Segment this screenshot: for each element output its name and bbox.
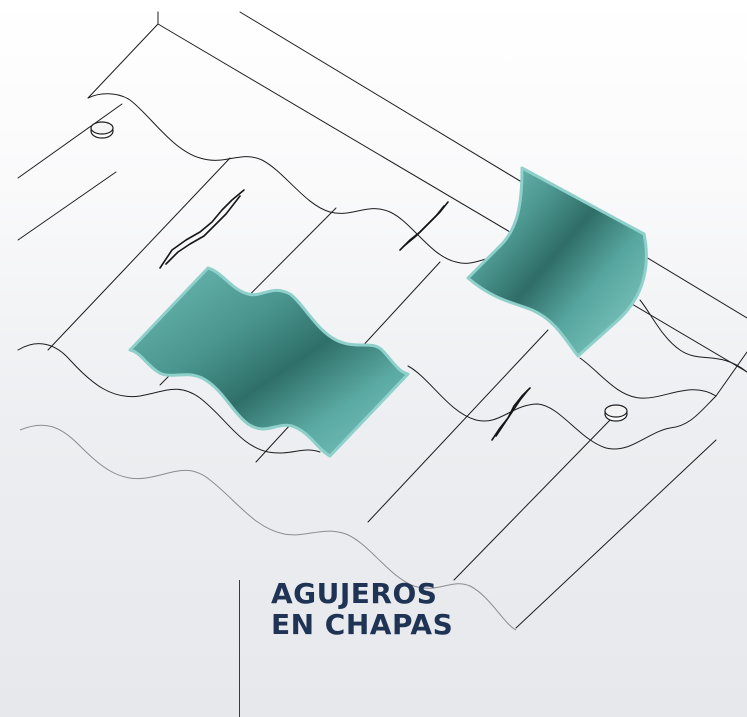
crack-icon — [491, 387, 531, 441]
caption-title: AGUJEROS EN CHAPAS — [271, 578, 453, 640]
sheet-top-edge-right — [639, 299, 747, 373]
ridge-flashing — [87, 11, 747, 373]
wave-patch-icon — [128, 266, 410, 458]
crack-icon — [159, 189, 245, 269]
sheet-top-edge — [87, 93, 491, 264]
sheet-bottom-edge — [19, 424, 517, 631]
roof-screw-icon — [604, 404, 628, 422]
caption-line-2: EN CHAPAS — [271, 608, 454, 641]
sheet-overlap-right — [579, 351, 747, 399]
roof-screw-icon — [90, 121, 114, 139]
sheet-overlap-wave — [17, 343, 717, 454]
caption-divider — [239, 580, 240, 717]
crack-icon — [399, 201, 449, 251]
ridge-patch-icon — [466, 166, 648, 358]
caption-line-1: AGUJEROS — [271, 577, 438, 610]
